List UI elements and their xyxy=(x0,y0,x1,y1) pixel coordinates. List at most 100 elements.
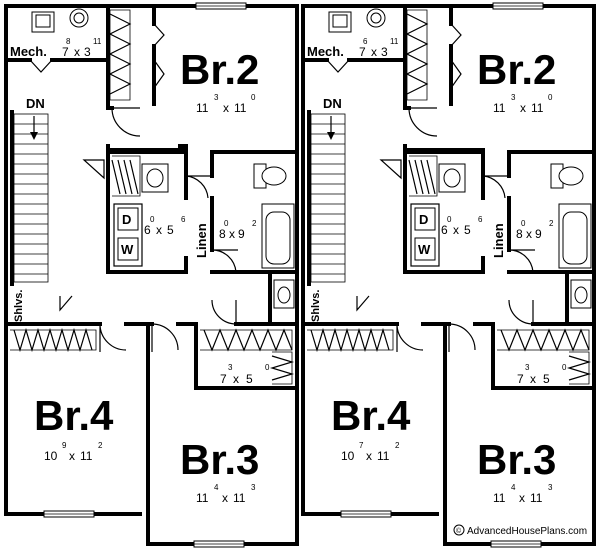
br3-dim-x: x xyxy=(519,491,525,505)
mech-dim-2: 3 xyxy=(381,45,388,59)
br3-dim-1-inches: 4 xyxy=(214,483,219,492)
unit-1-closets xyxy=(10,9,295,385)
bedroom-4-label: Br.4 xyxy=(331,392,411,439)
unit-2-windows xyxy=(340,2,544,548)
mech-room-label: Mech. xyxy=(10,44,47,59)
washer-icon xyxy=(414,237,436,261)
unit-1-stair xyxy=(13,113,49,283)
copyright-text: AdvancedHousePlans.com xyxy=(467,526,587,537)
mech-dim-1: 7 xyxy=(359,45,366,59)
br2-dim-2-inches: 0 xyxy=(251,93,256,102)
br3-dim-1: 11 xyxy=(493,491,506,505)
closet-dim-x: x xyxy=(530,372,536,386)
hall-dim-1: 8 xyxy=(516,227,523,241)
dryer-label: D xyxy=(122,212,131,227)
bath1-dim-2-inches: 6 xyxy=(181,215,186,224)
washer-label: W xyxy=(121,242,134,257)
bedroom-2-label: Br.2 xyxy=(180,46,259,93)
unit-2-closets xyxy=(307,9,592,385)
bath1-dim-1: 6 xyxy=(144,223,151,237)
br2-dim-1: 11 xyxy=(493,101,506,115)
shelves-label: Shlvs. xyxy=(310,290,322,322)
dryer-icon xyxy=(414,207,436,231)
bedroom-3-label: Br.3 xyxy=(180,436,259,483)
unit-2-stair xyxy=(310,113,346,283)
hall-dim-2: 9 xyxy=(238,227,245,241)
stair-down-label: DN xyxy=(323,96,342,111)
bath1-dim-2: 5 xyxy=(167,223,174,237)
closet-dim-2: 5 xyxy=(543,372,550,386)
br3-dim-1-inches: 4 xyxy=(511,483,516,492)
br4-dim-x: x xyxy=(366,449,372,463)
unit-1-walls xyxy=(4,4,299,546)
unit-2-labels: Mech. 7 6 x 3 11 Br.2 11 3 x 11 0 DN D W… xyxy=(307,37,567,505)
br4-dim-2: 11 xyxy=(80,449,93,463)
mech-room-label: Mech. xyxy=(307,44,344,59)
mech-dim-1-inches: 6 xyxy=(363,37,368,46)
linen-closet-label: Linen xyxy=(194,223,209,258)
hall-dim-2-inches: 2 xyxy=(252,219,257,228)
linen-closet-label: Linen xyxy=(491,223,506,258)
bath1-dim-1-inches: 0 xyxy=(150,215,155,224)
unit-2-doors xyxy=(326,23,535,352)
bath1-dim-x: x xyxy=(156,223,162,237)
closet-dim-1: 7 xyxy=(220,372,227,386)
dryer-label: D xyxy=(419,212,428,227)
hall-dim-x: x xyxy=(526,227,532,241)
hall-dim-1-inches: 0 xyxy=(521,219,526,228)
mech-dim-1: 7 xyxy=(62,45,69,59)
mech-dim-x: x xyxy=(74,45,80,59)
unit-1-labels: Mech. 7 8 x 3 11 Br.2 11 3 x 11 0 DN D W… xyxy=(10,37,270,505)
br4-dim-1-inches: 7 xyxy=(359,441,364,450)
mech-dim-x: x xyxy=(371,45,377,59)
closet-dim-2: 5 xyxy=(246,372,253,386)
closet-dim-2-inches: 0 xyxy=(265,363,270,372)
mech-dim-2: 3 xyxy=(84,45,91,59)
hall-dim-1: 8 xyxy=(219,227,226,241)
unit-2-fixtures xyxy=(328,8,592,309)
br4-dim-1-inches: 9 xyxy=(62,441,67,450)
stair-down-label: DN xyxy=(26,96,45,111)
unit-2: Mech. 7 6 x 3 11 Br.2 11 3 x 11 0 DN D W… xyxy=(301,2,596,548)
br3-dim-2: 11 xyxy=(233,491,246,505)
br4-dim-1: 10 xyxy=(341,449,355,463)
br4-dim-2-inches: 2 xyxy=(395,441,400,450)
br2-dim-x: x xyxy=(520,101,526,115)
unit-1-windows xyxy=(43,2,247,548)
unit-1-doors xyxy=(29,23,238,352)
br2-dim-2: 11 xyxy=(234,101,247,115)
br3-dim-1: 11 xyxy=(196,491,209,505)
br3-dim-2: 11 xyxy=(530,491,543,505)
washer-icon xyxy=(117,237,139,261)
br4-dim-2-inches: 2 xyxy=(98,441,103,450)
br4-dim-1: 10 xyxy=(44,449,58,463)
closet-dim-x: x xyxy=(233,372,239,386)
br2-dim-x: x xyxy=(223,101,229,115)
br2-dim-2: 11 xyxy=(531,101,544,115)
copyright-symbol: © xyxy=(456,527,462,535)
br4-dim-x: x xyxy=(69,449,75,463)
br2-dim-1: 11 xyxy=(196,101,209,115)
hall-dim-x: x xyxy=(229,227,235,241)
br2-dim-2-inches: 0 xyxy=(548,93,553,102)
br3-dim-2-inches: 3 xyxy=(251,483,256,492)
dryer-icon xyxy=(117,207,139,231)
copyright-notice: © AdvancedHousePlans.com xyxy=(453,524,587,537)
unit-1: Mech. 7 8 x 3 11 Br.2 11 3 x 11 0 DN D W… xyxy=(4,2,299,548)
bath1-dim-2-inches: 6 xyxy=(478,215,483,224)
hall-dim-2-inches: 2 xyxy=(549,219,554,228)
bath1-dim-1-inches: 0 xyxy=(447,215,452,224)
hall-dim-1-inches: 0 xyxy=(224,219,229,228)
copyright-icon xyxy=(453,524,465,536)
closet-dim-1-inches: 3 xyxy=(228,363,233,372)
shelves-label: Shlvs. xyxy=(13,290,25,322)
bath1-dim-2: 5 xyxy=(464,223,471,237)
closet-dim-2-inches: 0 xyxy=(562,363,567,372)
unit-2-walls xyxy=(301,4,596,546)
toilet-icon xyxy=(261,166,287,186)
washer-label: W xyxy=(418,242,431,257)
br3-dim-2-inches: 3 xyxy=(548,483,553,492)
br4-dim-2: 11 xyxy=(377,449,390,463)
